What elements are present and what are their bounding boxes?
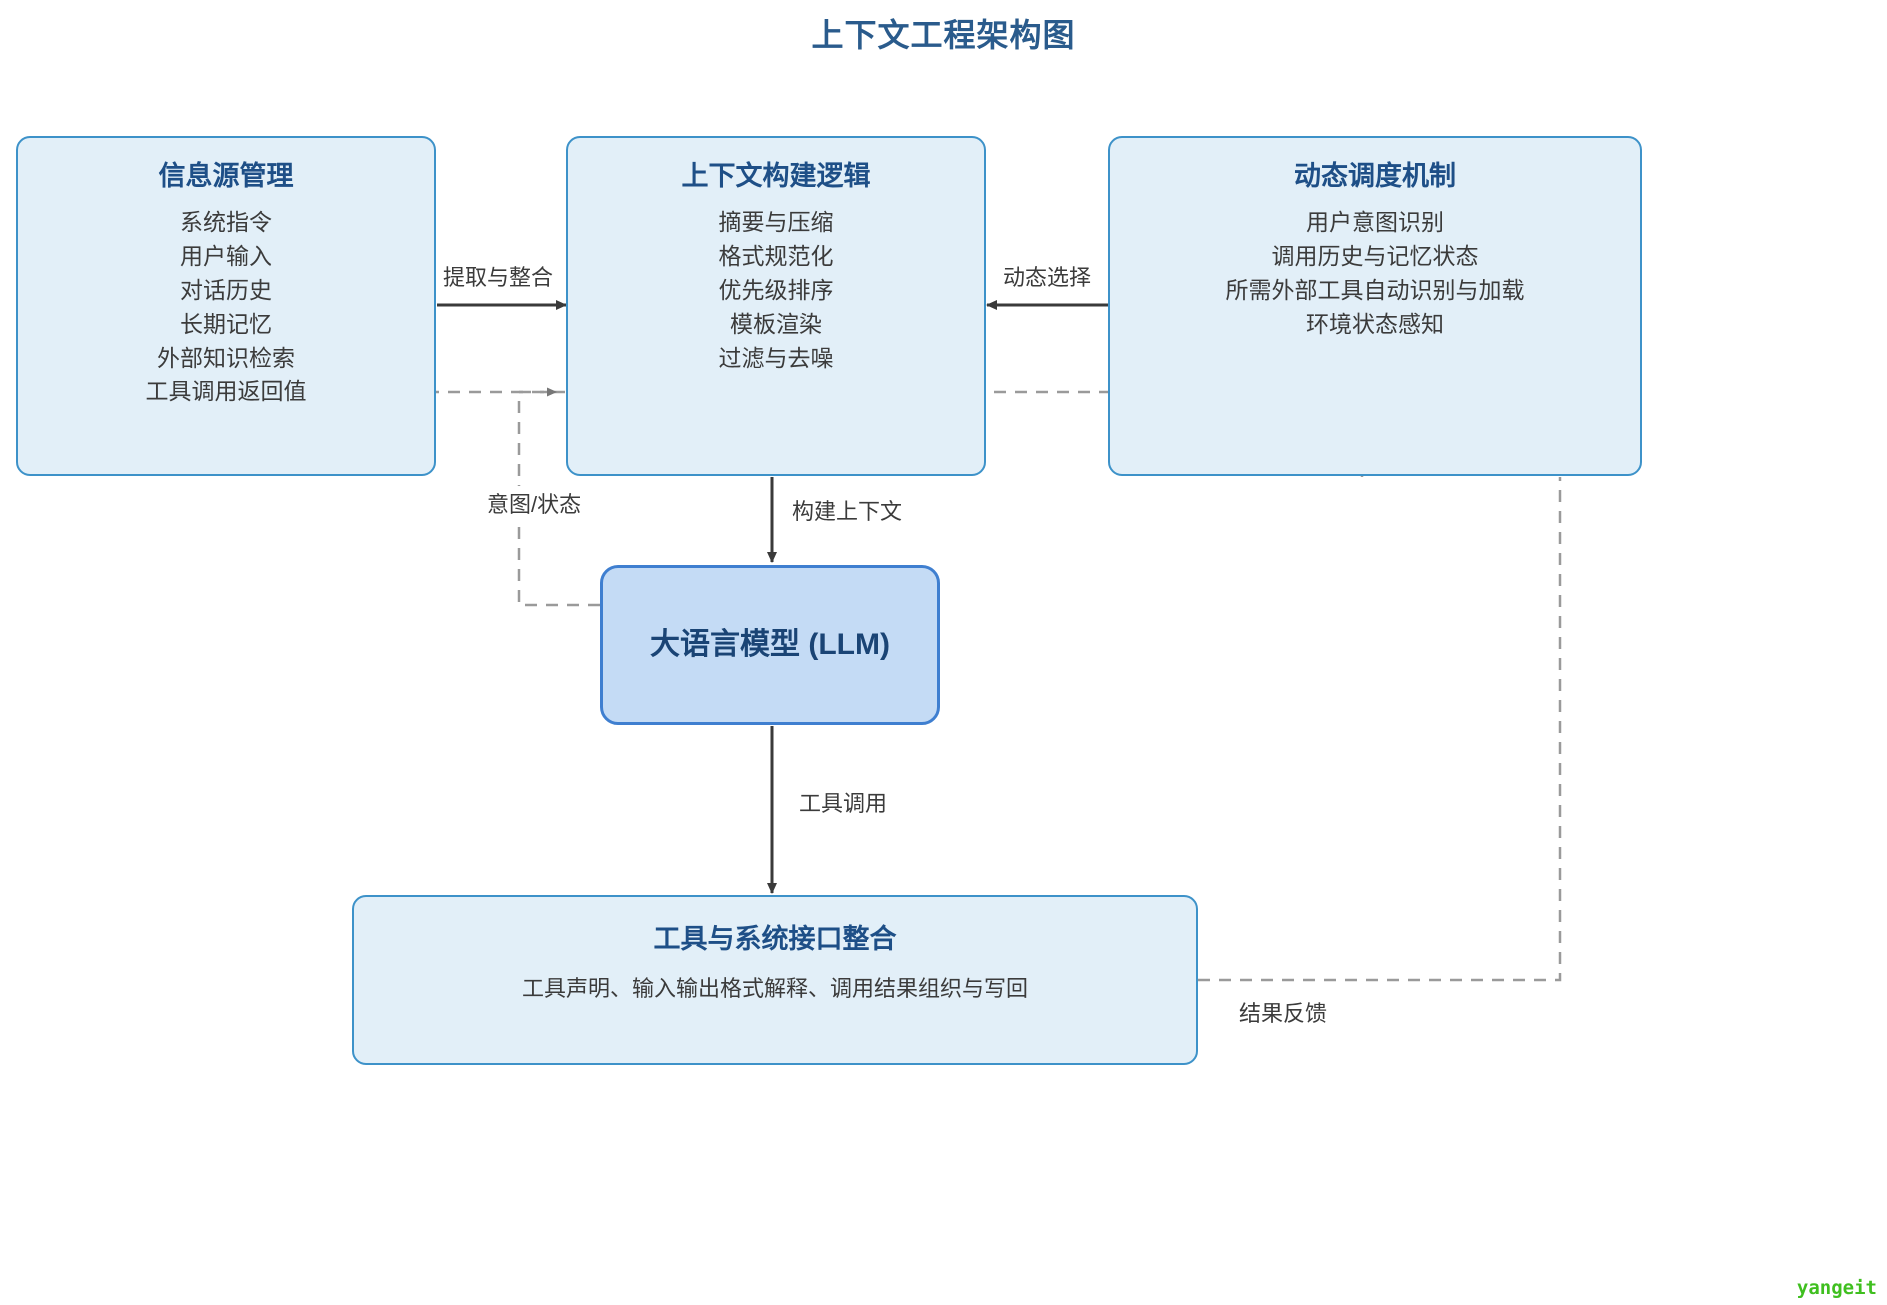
edge-label-build-context: 构建上下文	[786, 493, 909, 527]
node-items-context-build-logic: 摘要与压缩 格式规范化 优先级排序 模板渲染 过滤与去噪	[719, 206, 834, 375]
edge-tools-to-dispatch-dashed	[1198, 477, 1562, 982]
edge-label-extract-and-integrate: 提取与整合	[437, 259, 560, 293]
list-item: 摘要与压缩	[718, 209, 834, 236]
list-item: 优先级排序	[718, 276, 834, 303]
node-subtitle-tool-system-integration: 工具声明、输入输出格式解释、调用结果组织与写回	[521, 976, 1028, 1002]
list-item: 外部知识检索	[157, 344, 295, 371]
list-item: 长期记忆	[180, 310, 272, 337]
node-title-llm: 大语言模型 (LLM)	[650, 628, 890, 661]
list-item: 工具调用返回值	[145, 378, 307, 405]
list-item: 过滤与去噪	[718, 344, 834, 371]
node-title-tool-system-integration: 工具与系统接口整合	[653, 924, 897, 954]
watermark: yangeit	[1796, 1277, 1877, 1299]
list-item: 格式规范化	[718, 243, 834, 270]
list-item: 所需外部工具自动识别与加载	[1225, 276, 1525, 303]
node-llm[interactable]: 大语言模型 (LLM)	[600, 565, 940, 725]
node-context-build-logic[interactable]: 上下文构建逻辑 摘要与压缩 格式规范化 优先级排序 模板渲染 过滤与去噪	[566, 136, 986, 476]
node-title-information-sources: 信息源管理	[158, 161, 294, 191]
node-information-sources[interactable]: 信息源管理 系统指令 用户输入 对话历史 长期记忆 外部知识检索 工具调用返回值	[16, 136, 436, 476]
edge-label-dynamic-select: 动态选择	[997, 259, 1098, 293]
edge-label-intent-state: 意图/状态	[481, 486, 588, 520]
list-item: 用户意图识别	[1306, 209, 1444, 236]
list-item: 模板渲染	[730, 310, 822, 337]
node-items-dynamic-dispatch: 用户意图识别 调用历史与记忆状态 所需外部工具自动识别与加载 环境状态感知	[1226, 206, 1525, 341]
list-item: 环境状态感知	[1306, 310, 1444, 337]
list-item: 调用历史与记忆状态	[1271, 243, 1479, 270]
node-tool-system-integration[interactable]: 工具与系统接口整合 工具声明、输入输出格式解释、调用结果组织与写回	[352, 895, 1198, 1065]
page-title: 上下文工程架构图	[811, 17, 1076, 53]
node-title-context-build-logic: 上下文构建逻辑	[681, 161, 871, 191]
node-title-dynamic-dispatch: 动态调度机制	[1294, 161, 1456, 191]
list-item: 对话历史	[180, 276, 272, 303]
list-item: 用户输入	[180, 243, 272, 270]
edge-label-tool-call: 工具调用	[793, 785, 894, 819]
list-item: 系统指令	[180, 209, 272, 236]
node-dynamic-dispatch[interactable]: 动态调度机制 用户意图识别 调用历史与记忆状态 所需外部工具自动识别与加载 环境…	[1108, 136, 1642, 476]
node-items-information-sources: 系统指令 用户输入 对话历史 长期记忆 外部知识检索 工具调用返回值	[146, 206, 307, 409]
edge-label-result-feedback: 结果反馈	[1239, 1001, 1328, 1026]
